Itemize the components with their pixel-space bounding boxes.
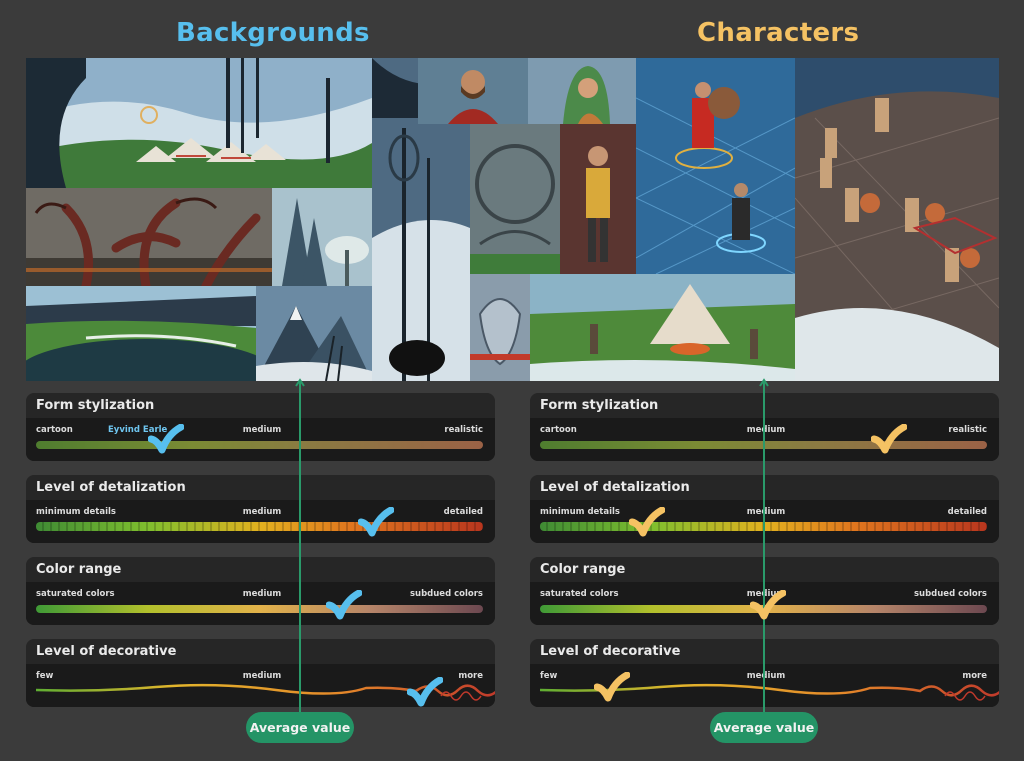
ch-detail-check-icon [629, 507, 666, 537]
scale-max-label: detailed [443, 507, 483, 517]
misty-forest-image [272, 188, 372, 286]
camp-landscape-image [26, 58, 372, 188]
scale-mid-label: medium [242, 589, 282, 599]
scale-max-label: detailed [947, 507, 987, 517]
bg-color-range-panel: Color range saturated colors medium subd… [26, 557, 495, 625]
battle-grid-image [636, 58, 795, 274]
scale-max-label: subdued colors [409, 589, 483, 599]
scale-mid-label: medium [746, 425, 786, 435]
scale-mid-label: medium [242, 671, 282, 681]
bg-detalization-panel: Level of detalization minimum details me… [26, 475, 495, 543]
decorative-wave-bar [540, 683, 999, 701]
bg-detail-check-icon [357, 507, 394, 537]
scale-min-label: cartoon [36, 425, 73, 435]
village-valley-image [26, 286, 256, 381]
scale-max-label: realistic [948, 425, 987, 435]
scale-min-label: cartoon [540, 425, 577, 435]
panel-title: Form stylization [36, 398, 155, 413]
reference-artist-label: Eyvind Earle [108, 425, 168, 435]
scale-bar [36, 605, 483, 613]
ch-average-line [763, 381, 765, 712]
panel-title: Level of detalization [540, 480, 690, 495]
ch-average-arrow-icon [759, 378, 769, 387]
scale-mid-label: medium [242, 425, 282, 435]
panel-title: Level of decorative [540, 644, 681, 659]
scale-bar [36, 441, 483, 449]
panel-title: Form stylization [540, 398, 659, 413]
ch-decorative-check-icon [593, 672, 630, 702]
scale-min-label: saturated colors [36, 589, 115, 599]
bg-form-check-icon [147, 424, 184, 454]
ch-form-check-icon [870, 424, 907, 454]
scale-min-label: saturated colors [540, 589, 619, 599]
panel-title: Color range [540, 562, 626, 577]
warrior-standing-image [560, 124, 636, 274]
scale-min-label: minimum details [36, 507, 116, 517]
bg-color-check-icon [326, 590, 363, 620]
campfire-scene-image [530, 274, 795, 381]
twisted-tree-image [26, 188, 272, 286]
bearded-portrait-image [418, 58, 528, 124]
bg-average-value-button[interactable]: Average value [246, 712, 354, 743]
scale-max-label: more [458, 671, 483, 681]
scale-mid-label: medium [242, 507, 282, 517]
snowy-mountain-image [256, 286, 372, 381]
bg-decorative-check-icon [406, 677, 443, 707]
hooded-archer-image [528, 58, 638, 124]
scale-max-label: more [962, 671, 987, 681]
bg-form-stylization-panel: Form stylization cartoon Eyvind Earle me… [26, 393, 495, 461]
bg-average-arrow-icon [295, 378, 305, 387]
ch-average-value-button[interactable]: Average value [710, 712, 818, 743]
scale-mid-label: medium [746, 507, 786, 517]
bg-decorative-panel: Level of decorative few medium more [26, 639, 495, 707]
scale-mid-label: medium [746, 671, 786, 681]
scale-bar [36, 522, 483, 531]
scale-min-label: few [540, 671, 558, 681]
scale-max-label: realistic [444, 425, 483, 435]
engraved-panel-image [470, 124, 560, 274]
scale-min-label: minimum details [540, 507, 620, 517]
panel-title: Level of detalization [36, 480, 186, 495]
decorative-wave-bar [36, 683, 495, 701]
bg-average-line [299, 381, 301, 712]
characters-heading: Characters [697, 18, 860, 48]
scale-min-label: few [36, 671, 54, 681]
backgrounds-heading: Backgrounds [176, 18, 370, 48]
ch-color-check-icon [749, 590, 786, 620]
army-formation-image [795, 58, 999, 381]
panel-title: Level of decorative [36, 644, 177, 659]
panel-title: Color range [36, 562, 122, 577]
woman-sketch-image [470, 274, 530, 381]
scale-mid-label: medium [746, 589, 786, 599]
reference-collage [26, 58, 999, 381]
scale-max-label: subdued colors [913, 589, 987, 599]
